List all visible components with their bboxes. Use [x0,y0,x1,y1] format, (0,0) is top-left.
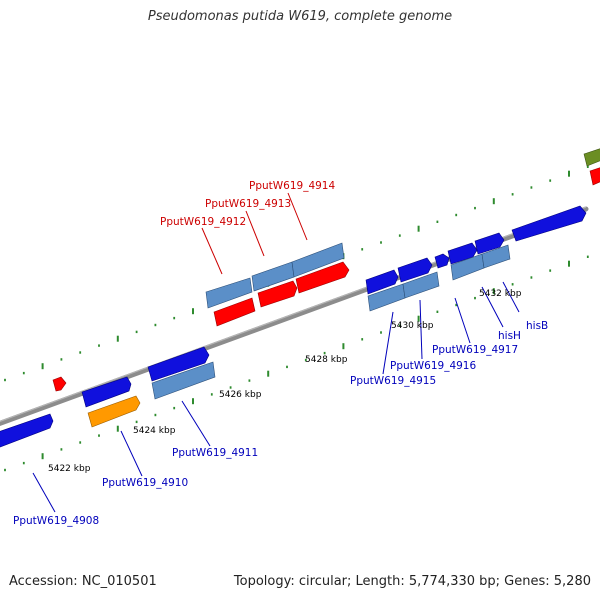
gene-right-long[interactable] [511,205,587,242]
gene-4913-red[interactable] [257,280,298,308]
map-title: Pseudomonas putida W619, complete genome [147,9,453,24]
leader-hisB [502,281,520,313]
gene-label-4908: PputW619_4908 [13,515,99,527]
leader-4912 [201,227,223,275]
gene-hisB[interactable] [481,244,511,269]
gene-4912[interactable] [205,277,253,309]
accession-text: Accession: NC_010501 [9,574,157,589]
leader-4914 [287,192,308,241]
gene-4912-red[interactable] [213,297,256,327]
coord-label-5428: 5428 kbp [305,355,348,365]
coord-label-5430: 5430 kbp [391,321,434,331]
gene-label-4910: PputW619_4910 [102,477,188,489]
topology-summary: Topology: circular; Length: 5,774,330 bp… [233,574,591,589]
gene-4914-red[interactable] [295,261,350,294]
gene-label-4915: PputW619_4915 [350,375,436,387]
coord-label-5426: 5426 kbp [219,390,262,400]
gene-label-4911: PputW619_4911 [172,447,258,459]
gene-label-hisH: hisH [498,330,521,342]
gene-label-4914: PputW619_4914 [249,180,335,192]
leader-4911 [181,400,211,447]
gene-label-4917: PputW619_4917 [432,344,518,356]
gene-red-edge[interactable] [589,167,600,186]
gene-olive[interactable] [583,148,600,167]
leader-4917 [454,297,471,344]
gene-4908[interactable] [0,413,54,449]
leader-4908 [32,472,56,513]
gene-4915a[interactable] [365,269,399,295]
gene-4917[interactable] [434,253,450,269]
gene-hisH-upper[interactable] [447,242,478,265]
gene-label-4916: PputW619_4916 [390,360,476,372]
coord-label-5432: 5432 kbp [479,289,522,299]
gene-red-small[interactable] [52,376,67,392]
leader-4913 [245,210,265,257]
leader-4910 [120,430,143,477]
leader-4915 [382,311,394,375]
gene-4909[interactable] [81,376,132,408]
coord-label-5424: 5424 kbp [133,426,176,436]
gene-4916[interactable] [402,271,440,299]
gene-4911[interactable] [151,361,216,400]
gene-4914[interactable] [291,242,345,278]
gene-4916a[interactable] [397,257,433,283]
coord-label-5422: 5422 kbp [48,464,91,474]
leader-4916 [419,299,423,360]
gene-label-4913: PputW619_4913 [205,198,291,210]
gene-hisB-upper[interactable] [474,232,505,255]
gene-label-hisB: hisB [526,320,548,332]
gene-4910[interactable] [87,395,141,428]
gene-4911a[interactable] [147,346,210,382]
leader-hisH [481,286,504,328]
gene-label-4912: PputW619_4912 [160,216,246,228]
